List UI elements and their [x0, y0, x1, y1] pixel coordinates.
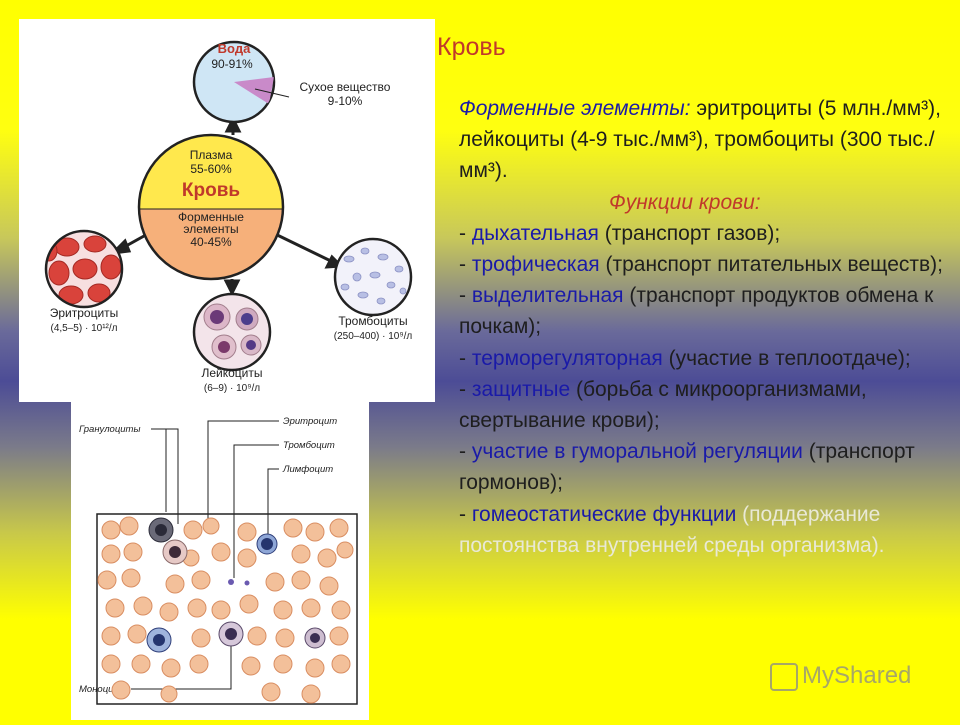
function-item: - гомеостатические функции (поддержание …	[459, 499, 951, 561]
leukocytes-label: Лейкоциты	[201, 366, 262, 380]
water-percent: 90-91%	[211, 57, 253, 71]
smear-leader-lines	[131, 420, 279, 690]
function-name: участие в гуморальной регуляции	[471, 440, 803, 464]
platelet-label: Тромбоцит	[283, 440, 335, 451]
plasma-percent: 55-60%	[190, 162, 232, 176]
formed-elements-lead: Форменные элементы:	[459, 97, 691, 120]
plasma-label: Плазма	[190, 148, 233, 162]
dry-matter-percent: 9-10%	[328, 94, 363, 108]
function-item: - выделительная (транспорт продуктов обм…	[459, 280, 951, 342]
blood-composition-diagram: Вода 90-91% Сухое вещество 9-10% Плазма …	[19, 19, 435, 402]
slide-title: Кровь	[437, 33, 506, 61]
formed-elements-paragraph: Форменные элементы: эритроциты (5 млн./м…	[459, 93, 951, 187]
erythrocytes-circle	[44, 229, 124, 309]
platelets-circle	[333, 237, 413, 317]
function-item: - терморегуляторная (участие в теплоотда…	[459, 343, 951, 374]
blood-smear-svg: Гранулоциты Эритроцит Тромбоцит Лимфоцит…	[79, 416, 358, 705]
function-item: - защитные (борьба с микроорганизмами, с…	[459, 374, 951, 436]
function-prefix: -	[459, 440, 472, 464]
smear-red-cells	[97, 516, 354, 704]
function-name: терморегуляторная	[471, 346, 663, 370]
smear-white-cells	[146, 517, 326, 653]
function-item: - дыхательная (транспорт газов);	[459, 218, 951, 249]
function-description: (транспорт питательных веществ);	[599, 253, 943, 277]
function-description: (борьба с микроорганизмами, свертывание …	[459, 377, 867, 433]
platelets-label: Тромбоциты	[338, 314, 407, 328]
function-name: трофическая	[471, 253, 600, 277]
function-item: - участие в гуморальной регуляции (транс…	[459, 436, 951, 498]
leukocytes-count: (6–9) · 10⁹/л	[204, 383, 260, 394]
function-description: (транспорт гормонов);	[459, 440, 915, 495]
platelets-count: (250–400) · 10⁹/л	[334, 331, 413, 342]
water-label: Вода	[218, 41, 251, 56]
presentation-icon	[770, 662, 798, 691]
granulocytes-label: Гранулоциты	[79, 424, 140, 435]
formed-elements-text: эритроциты (5 млн./мм³), лейкоциты (4-9 …	[459, 97, 941, 183]
blood-diagram-svg: Вода 90-91% Сухое вещество 9-10% Плазма …	[44, 40, 413, 394]
formed-elements-label-1: Форменные	[178, 210, 244, 224]
functions-title: Функции крови:	[609, 190, 761, 214]
function-name: выделительная	[471, 284, 624, 308]
function-prefix: -	[459, 253, 472, 277]
blood-text-block: Форменные элементы: эритроциты (5 млн./м…	[459, 93, 951, 561]
function-prefix: -	[459, 221, 472, 245]
function-name: гомеостатические функции	[471, 502, 737, 526]
monocyte-label: Моноцит	[79, 684, 121, 695]
function-item: - трофическая (транспорт питательных вещ…	[459, 249, 951, 280]
function-prefix: -	[459, 346, 472, 370]
function-description: (участие в теплоотдаче);	[662, 346, 911, 370]
function-prefix: -	[459, 284, 472, 308]
lymphocyte-label: Лимфоцит	[282, 464, 333, 475]
function-description: (поддержание постоянства внутренней сред…	[459, 502, 885, 557]
function-name: защитные	[471, 377, 571, 401]
erythrocytes-count: (4,5–5) · 10¹²/л	[51, 323, 118, 334]
function-name: дыхательная	[471, 221, 599, 245]
watermark-text: MyShared	[802, 662, 912, 689]
leukocytes-circle	[192, 292, 272, 372]
blood-center-label: Кровь	[182, 180, 240, 201]
function-description: (транспорт газов);	[598, 221, 781, 245]
function-description: (транспорт продуктов обмена к почкам);	[459, 284, 934, 339]
blood-smear-illustration: Гранулоциты Эритроцит Тромбоцит Лимфоцит…	[71, 402, 369, 720]
water-circle	[192, 40, 290, 124]
erythrocytes-label: Эритроциты	[50, 306, 119, 320]
formed-elements-percent: 40-45%	[190, 235, 232, 249]
formed-elements-label-2: элементы	[183, 222, 238, 236]
erythrocyte-label: Эритроцит	[283, 416, 337, 427]
watermark: MyShared	[770, 662, 911, 691]
function-prefix: -	[459, 502, 472, 526]
function-prefix: -	[459, 377, 472, 401]
dry-matter-label: Сухое вещество	[300, 80, 391, 94]
